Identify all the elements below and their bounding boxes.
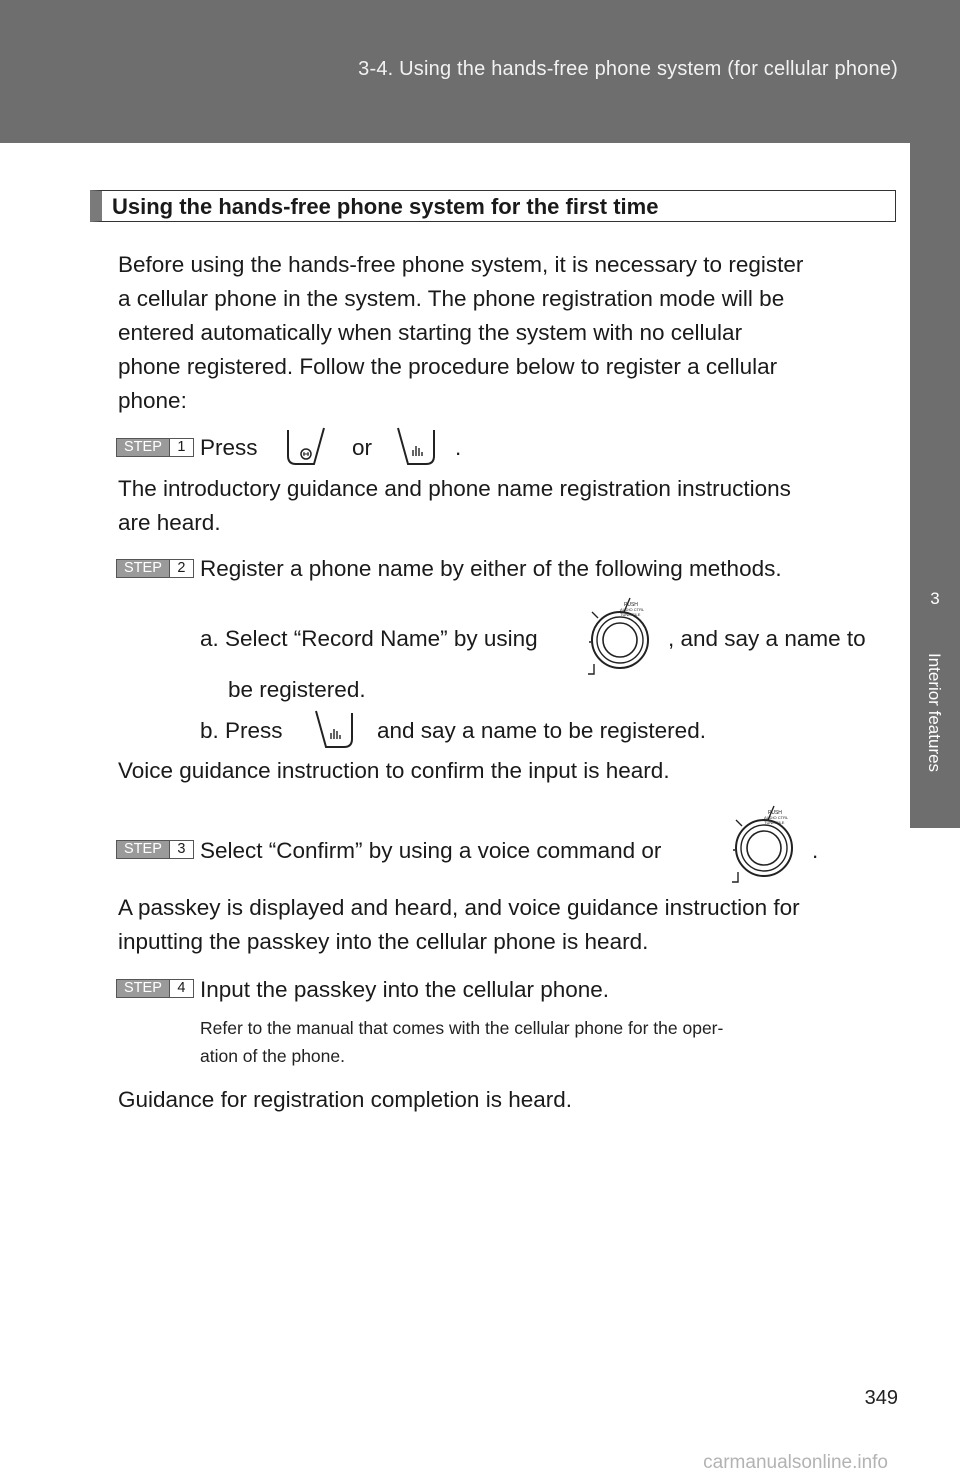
chapter-side-tab: 3 Interior features — [910, 553, 960, 828]
step-2-badge: STEP 2 — [116, 559, 194, 578]
voice-talk-icon — [397, 427, 435, 465]
section-heading: Using the hands-free phone system for th… — [90, 190, 896, 222]
intro-line-1: Before using the hands-free phone system… — [118, 252, 804, 277]
voice-talk-icon — [315, 710, 353, 748]
knob-caption-push: PUSH — [624, 602, 638, 608]
step-1-badge: STEP 1 — [116, 438, 194, 457]
step-badge-number: 3 — [168, 841, 193, 858]
intro-line-3: entered automatically when starting the … — [118, 320, 743, 345]
step-3-result-line-2: inputting the passkey into the cellular … — [118, 929, 649, 954]
chapter-number: 3 — [930, 589, 940, 608]
step-4-text: Input the passkey into the cellular phon… — [200, 977, 610, 1002]
step-2-text: Register a phone name by either of the f… — [200, 556, 782, 581]
step-badge-word: STEP — [124, 439, 162, 455]
header-title: 3-4. Using the hands-free phone system (… — [358, 58, 898, 80]
knob-caption-push: PUSH — [768, 810, 782, 816]
step-3-result-line-1: A passkey is displayed and heard, and vo… — [118, 895, 800, 920]
step-4-note-line-1: Refer to the manual that comes with the … — [200, 1018, 724, 1038]
knob-caption-tune: TUNE/FILE — [764, 820, 785, 825]
step-2-option-a-part-2: , and say a name to — [668, 626, 866, 651]
step-3-period: . — [812, 838, 819, 863]
step-4-result: Guidance for registration completion is … — [118, 1087, 572, 1112]
intro-line-2: a cellular phone in the system. The phon… — [118, 286, 785, 311]
step-badge-word: STEP — [124, 560, 162, 576]
step-3-text: Select “Confirm” by using a voice comman… — [200, 838, 662, 863]
step-2-option-b-part-1: b. Press — [200, 718, 283, 743]
step-1-result-line-2: are heard. — [118, 510, 221, 535]
step-1-period: . — [455, 435, 462, 460]
step-2-option-b-part-2: and say a name to be registered. — [377, 718, 706, 743]
step-4-note-line-2: ation of the phone. — [200, 1046, 345, 1066]
step-badge-word: STEP — [124, 980, 162, 996]
section-heading-text: Using the hands-free phone system for th… — [112, 194, 659, 219]
step-badge-word: STEP — [124, 841, 162, 857]
knob-caption-audio: AUDIO CTRL — [620, 607, 645, 612]
tune-file-knob-icon: PUSH AUDIO CTRL TUNE/FILE — [732, 805, 793, 883]
knob-caption-tune: TUNE/FILE — [620, 612, 641, 617]
watermark: carmanualsonline.info — [703, 1452, 888, 1473]
step-badge-number: 1 — [168, 439, 193, 456]
step-1-press-label: Press — [200, 435, 258, 460]
knob-caption-audio: AUDIO CTRL — [764, 815, 789, 820]
step-1-result-line-1: The introductory guidance and phone name… — [118, 476, 791, 501]
chapter-label: Interior features — [925, 653, 944, 773]
side-tab-upper — [910, 143, 960, 553]
page-number: 349 — [864, 1387, 898, 1409]
page-header: 3-4. Using the hands-free phone system (… — [0, 0, 960, 143]
step-2-option-a-part-3: be registered. — [228, 677, 366, 702]
intro-line-4: phone registered. Follow the procedure b… — [118, 354, 778, 379]
step-4-badge: STEP 4 — [116, 979, 194, 998]
step-3-badge: STEP 3 — [116, 840, 194, 859]
step-1-or-label: or — [352, 435, 373, 460]
tune-file-knob-icon: PUSH AUDIO CTRL TUNE/FILE — [588, 597, 649, 675]
step-2-option-a-part-1: a. Select “Record Name” by using — [200, 626, 538, 651]
phone-off-hook-icon — [287, 427, 325, 465]
step-2-result: Voice guidance instruction to confirm th… — [118, 758, 670, 783]
intro-line-5: phone: — [118, 388, 187, 413]
step-badge-number: 4 — [168, 980, 193, 997]
step-badge-number: 2 — [168, 560, 193, 577]
